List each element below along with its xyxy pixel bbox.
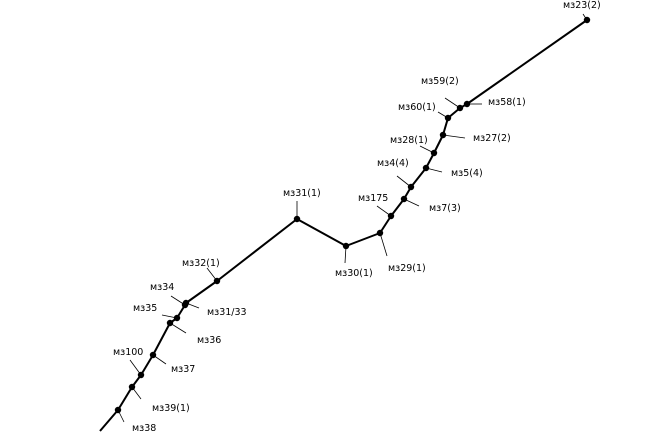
node-n16[interactable] [422,164,430,172]
node-n17[interactable] [430,149,438,157]
node-label-n03: мз100 [113,347,143,358]
node-label-n20: мз59(2) [421,76,459,87]
node-label-n07: мз34 [150,282,174,293]
node-n08[interactable] [182,299,190,307]
node-label-n21: мз58(1) [488,97,526,108]
node-leader-line [379,232,388,257]
node-label-n18: мз27(2) [473,133,511,144]
node-label-n12: мз29(1) [388,263,426,274]
node-label-n04: мз37 [171,364,195,375]
node-label-n14: мз7(3) [429,203,461,214]
node-label-n13: мз175 [358,193,388,204]
node-label-n17: мз28(1) [390,135,428,146]
node-label-n09: мз32(1) [182,258,220,269]
node-label-n02: мз39(1) [152,403,190,414]
node-label-n08: мз31/33 [207,307,247,318]
node-label-n06: мз35 [133,303,157,314]
node-n06[interactable] [173,314,181,322]
node-n05[interactable] [166,319,174,327]
node-n01[interactable] [114,406,122,414]
node-n09[interactable] [213,277,221,285]
node-n04[interactable] [149,351,157,359]
node-label-n10: мз31(1) [283,188,321,199]
node-n02[interactable] [128,383,136,391]
node-n15[interactable] [407,183,415,191]
node-n18[interactable] [439,131,447,139]
node-label-n15: мз4(4) [377,158,409,169]
node-label-n16: мз5(4) [451,168,483,179]
node-label-n11: мз30(1) [335,268,373,279]
node-label-n01: мз38 [132,423,156,434]
node-n19[interactable] [444,114,452,122]
node-n21[interactable] [463,100,471,108]
node-n03[interactable] [137,371,145,379]
node-leader-line [442,134,466,139]
node-n10[interactable] [293,215,301,223]
node-n14[interactable] [400,195,408,203]
pipeline-nodes [114,16,591,414]
node-n22[interactable] [583,16,591,24]
node-n12[interactable] [376,229,384,237]
pipeline-labels: мз38 мз39(1) мз100 мз37 мз36 мз35 мз34 мз31/33 м… [113,0,601,434]
node-n13[interactable] [387,212,395,220]
node-label-n19: мз60(1) [398,102,436,113]
node-label-n05: мз36 [197,335,221,346]
node-n20[interactable] [456,104,464,112]
node-n11[interactable] [342,242,350,250]
node-label-n22: мз23(2) [563,0,601,11]
